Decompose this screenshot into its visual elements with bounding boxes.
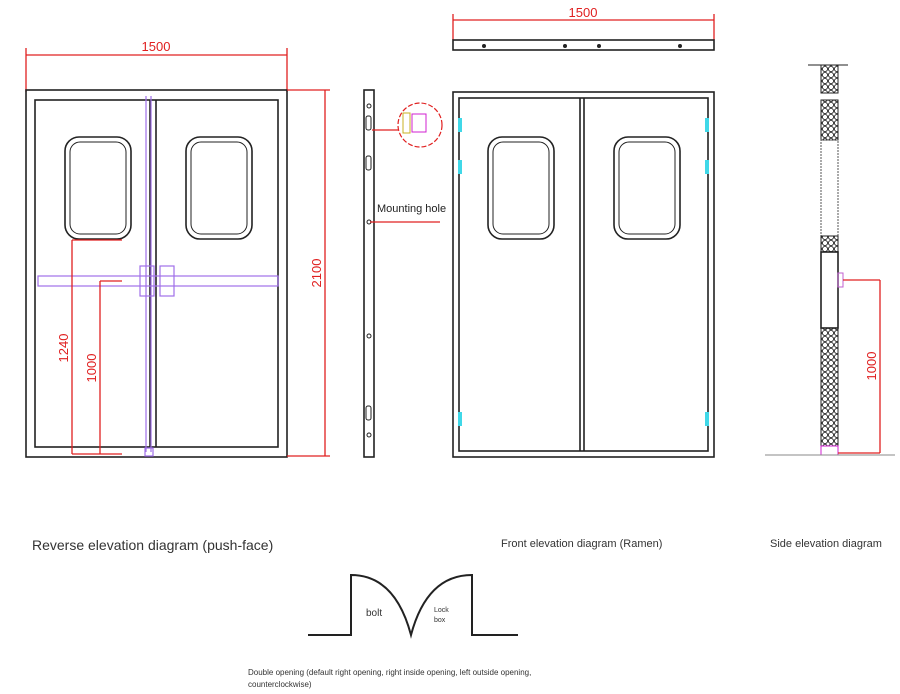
side-caption: Side elevation diagram — [770, 538, 882, 550]
opening-note-2: counterclockwise) — [248, 680, 312, 689]
top-view-strip — [452, 39, 715, 51]
frame-profile: Mounting hole — [363, 89, 446, 458]
opening-diagram: bolt Lock box Double opening (default ri… — [248, 573, 531, 689]
top-width-dimension: 1500 — [569, 5, 598, 20]
opening-note-1: Double opening (default right opening, r… — [248, 668, 531, 677]
lock-box-label-2: box — [434, 617, 446, 624]
bolt-label: bolt — [366, 608, 382, 619]
bar-height-dimension: 1000 — [84, 354, 99, 383]
window-left — [64, 136, 132, 240]
panic-bar — [37, 96, 279, 457]
hinges — [458, 118, 709, 426]
detail-circle — [397, 102, 443, 148]
window-right — [185, 136, 253, 240]
width-dimension: 1500 — [142, 39, 171, 54]
side-height-dimension: 1000 — [864, 352, 879, 381]
reverse-elevation: 1500 1240 1000 2100 — [25, 39, 330, 458]
handle-height-dimension: 1240 — [56, 334, 71, 363]
mounting-hole-callout: Mounting hole — [377, 203, 446, 215]
side-elevation: 1000 — [765, 64, 895, 456]
front-caption: Front elevation diagram (Ramen) — [501, 538, 662, 550]
front-elevation: 1500 — [452, 5, 715, 458]
height-dimension: 2100 — [309, 259, 324, 288]
reverse-caption: Reverse elevation diagram (push-face) — [32, 537, 273, 553]
lock-box-label: Lock — [434, 607, 449, 614]
